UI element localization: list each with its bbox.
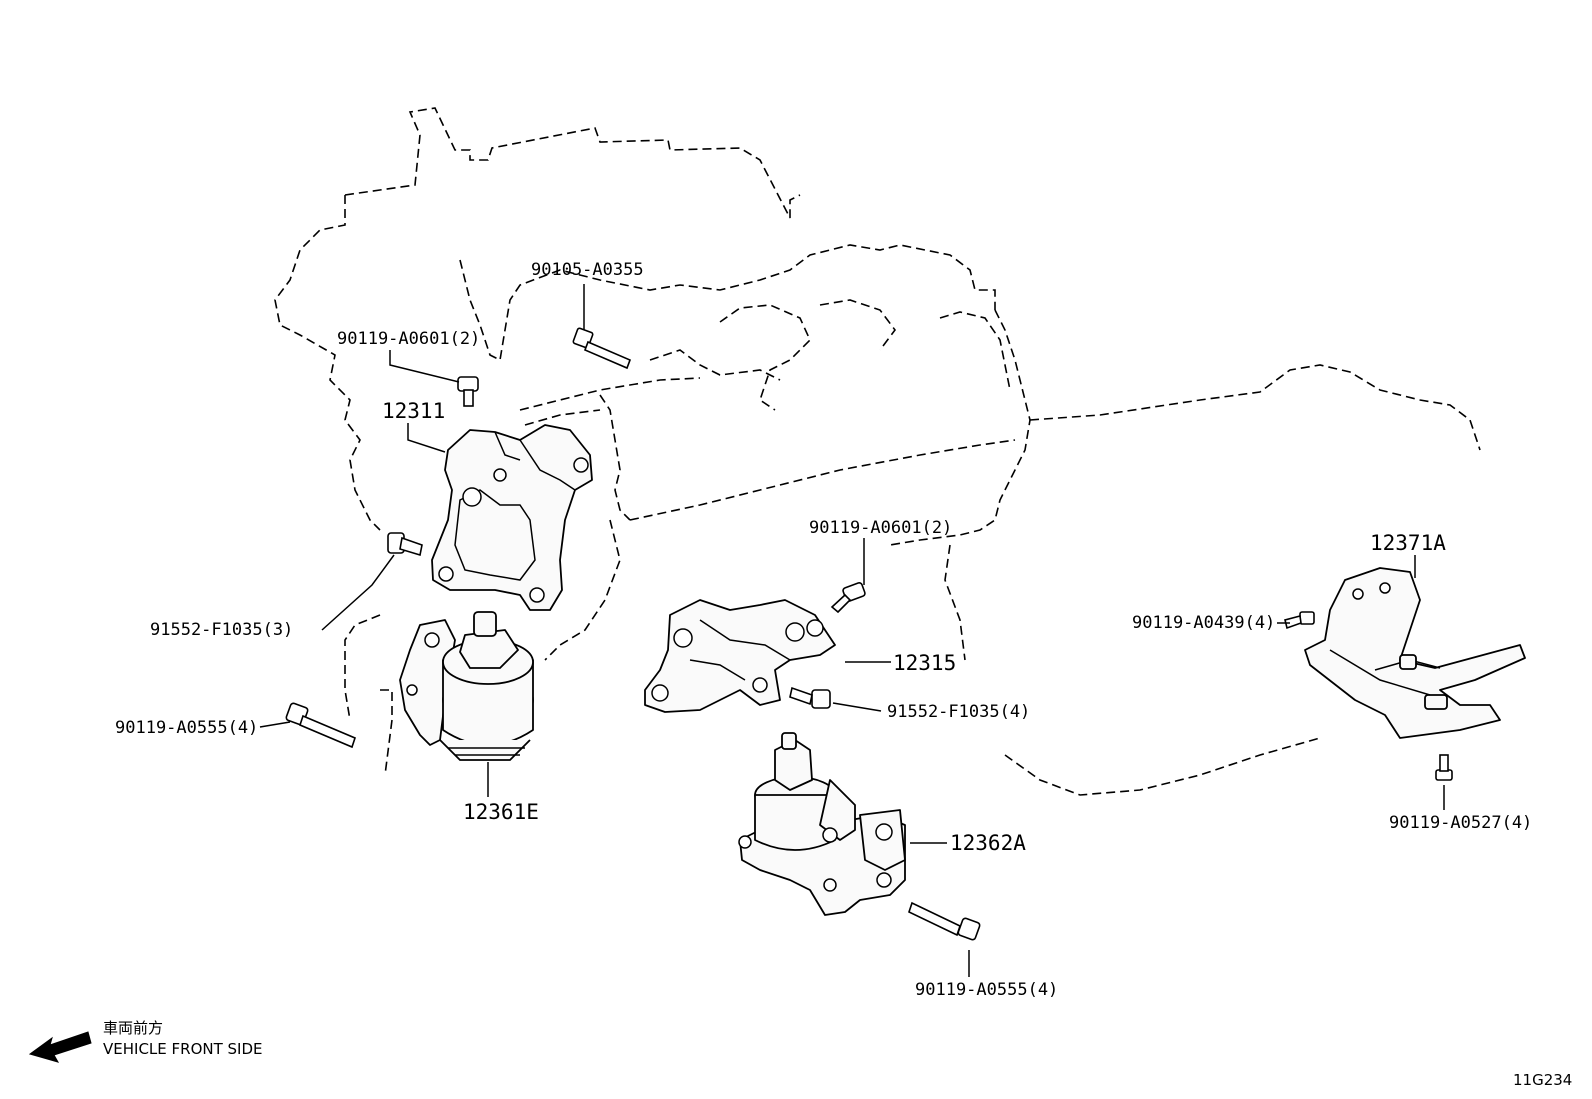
diagram-id: 11G234 xyxy=(1513,1071,1572,1089)
label-12362a[interactable]: 12362A xyxy=(950,831,1026,855)
direction-indicator: 車両前方 VEHICLE FRONT SIDE xyxy=(28,1019,263,1063)
bracket-12311[interactable] xyxy=(431,424,593,611)
insulator-12362a[interactable] xyxy=(738,732,906,916)
bracket-12371a[interactable] xyxy=(1304,567,1526,739)
bolt-90119-a0527[interactable] xyxy=(1435,754,1453,781)
bracket-12315[interactable] xyxy=(644,599,836,713)
label-12361e[interactable]: 12361E xyxy=(463,800,539,824)
bolt-90119-a0601-upper[interactable] xyxy=(457,376,479,407)
bolt-91552-f1035-3[interactable] xyxy=(387,532,423,557)
label-90119-a0555-lower[interactable]: 90119-A0555(4) xyxy=(915,980,1058,1000)
label-90119-a0555-left[interactable]: 90119-A0555(4) xyxy=(115,718,258,738)
label-90119-a0527[interactable]: 90119-A0527(4) xyxy=(1389,813,1532,833)
leader-lines xyxy=(259,284,1445,977)
bolt-91552-f1035-4[interactable] xyxy=(789,686,831,709)
label-90119-a0439[interactable]: 90119-A0439(4) xyxy=(1132,613,1275,633)
label-12311[interactable]: 12311 xyxy=(382,399,445,423)
label-90119-a0601-mid[interactable]: 90119-A0601(2) xyxy=(809,518,952,538)
bolt-90119-a0555-lower[interactable] xyxy=(908,901,981,941)
part-labels: 90105-A0355 90119-A0601(2) 12311 91552-F… xyxy=(115,260,1532,1000)
direction-english: VEHICLE FRONT SIDE xyxy=(103,1040,263,1058)
label-91552-f1035-3[interactable]: 91552-F1035(3) xyxy=(150,620,293,640)
label-90105-a0355[interactable]: 90105-A0355 xyxy=(531,260,644,280)
label-91552-f1035-4[interactable]: 91552-F1035(4) xyxy=(887,702,1030,722)
label-90119-a0601-upper[interactable]: 90119-A0601(2) xyxy=(337,329,480,349)
engine-outline xyxy=(274,107,1481,796)
left-arrow-icon xyxy=(28,1031,92,1063)
insulator-12361e[interactable] xyxy=(399,611,534,761)
bolt-90105-a0355[interactable] xyxy=(572,327,632,370)
label-12315[interactable]: 12315 xyxy=(893,651,956,675)
bolt-90119-a0555-left[interactable] xyxy=(285,702,356,749)
direction-japanese: 車両前方 xyxy=(103,1019,163,1037)
label-12371a[interactable]: 12371A xyxy=(1370,531,1446,555)
bolt-90119-a0439[interactable] xyxy=(1284,611,1315,630)
bolt-90119-a0601-mid[interactable] xyxy=(830,582,866,614)
